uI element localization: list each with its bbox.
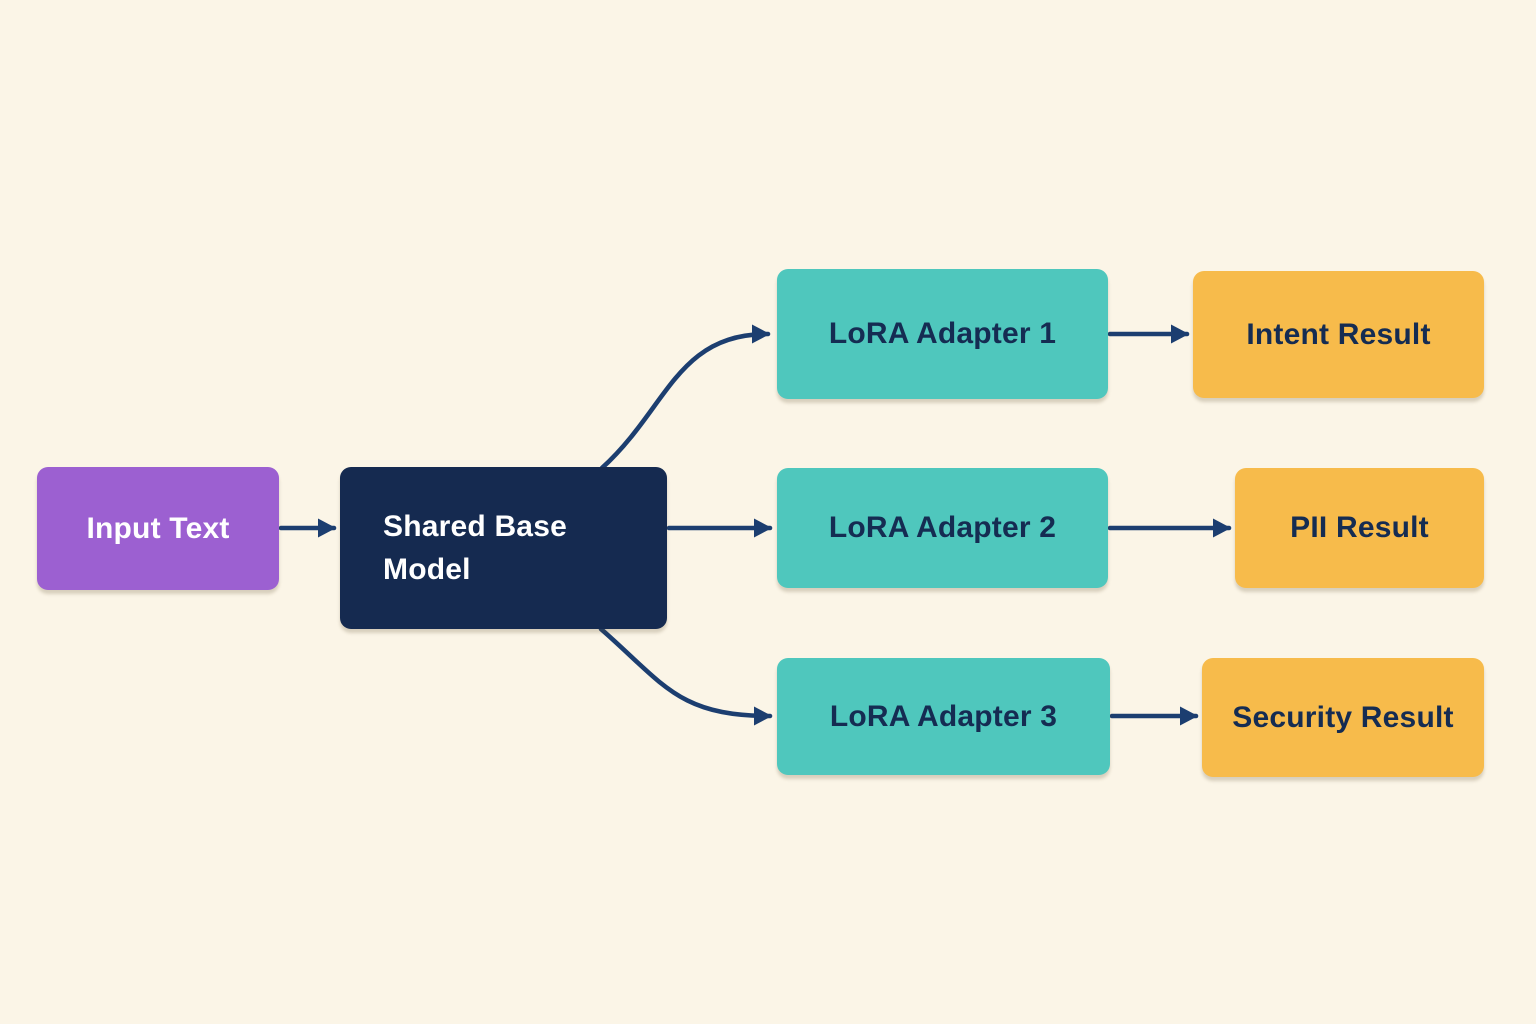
- node-security-result: Security Result: [1202, 658, 1484, 777]
- node-input-text-label: Input Text: [86, 511, 230, 545]
- node-intent-result: Intent Result: [1193, 271, 1484, 398]
- node-lora-adapter-3-label: LoRA Adapter 3: [829, 699, 1058, 733]
- node-pii-result-label: PII Result: [1290, 511, 1429, 544]
- node-lora-adapter-3: LoRA Adapter 3: [777, 658, 1110, 775]
- node-lora-adapter-1: LoRA Adapter 1: [777, 269, 1108, 399]
- node-security-result-label: Security Result: [1232, 700, 1454, 734]
- node-input-text: Input Text: [37, 467, 279, 590]
- node-lora-adapter-2-label: LoRA Adapter 2: [828, 511, 1057, 544]
- node-shared-base-model: Shared Base Model: [340, 467, 667, 629]
- node-intent-result-label: Intent Result: [1246, 317, 1431, 351]
- node-pii-result: PII Result: [1235, 468, 1484, 588]
- node-shared-base-model-label: Shared Base Model: [383, 509, 567, 587]
- arrow-base-to-adapter3: [598, 626, 773, 726]
- node-lora-adapter-2: LoRA Adapter 2: [777, 468, 1108, 588]
- node-lora-adapter-1-label: LoRA Adapter 1: [828, 317, 1057, 350]
- arrow-base-to-adapter1: [599, 324, 771, 471]
